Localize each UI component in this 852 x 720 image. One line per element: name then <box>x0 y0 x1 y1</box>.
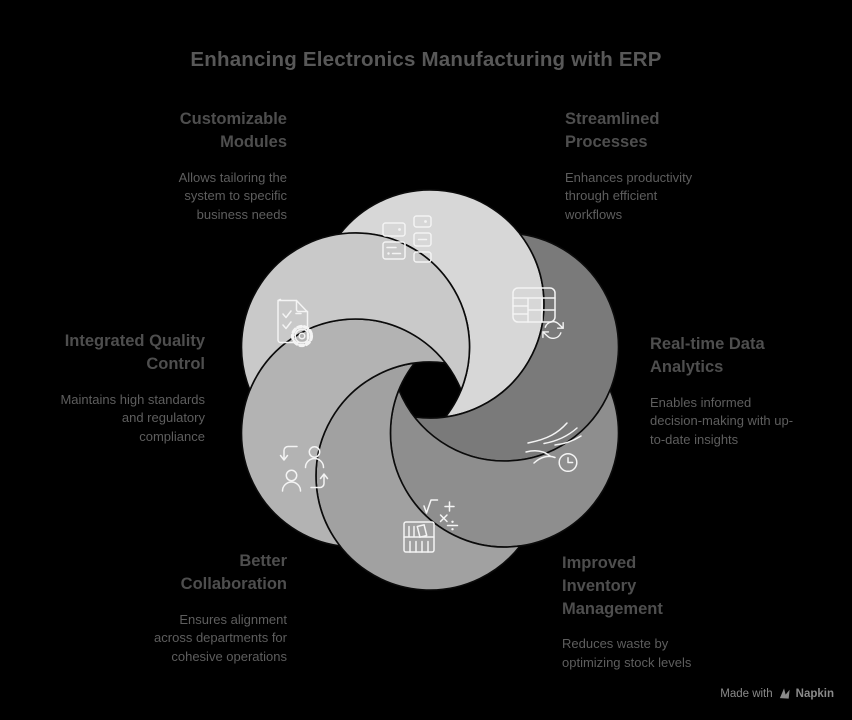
section-description: Allows tailoring the system to specific … <box>178 169 287 223</box>
made-with-label: Made with <box>720 687 773 700</box>
section-description: Enables informed decision-making with up… <box>650 394 794 448</box>
table-sync-icon <box>512 287 564 339</box>
section-description: Maintains high standards and regulatory … <box>60 391 205 445</box>
section-integrated-quality-control: Integrated Quality Control Maintains hig… <box>25 330 205 447</box>
napkin-logo-icon <box>779 688 790 699</box>
document-gear-icon <box>277 298 314 348</box>
wind-clock-icon <box>525 422 582 473</box>
petal-integrated-quality-control <box>240 232 471 391</box>
page-title: Enhancing Electronics Manufacturing with… <box>190 48 662 71</box>
modules-icon <box>382 215 432 263</box>
section-improved-inventory-management: Improved Inventory Management Reduces wa… <box>562 552 737 673</box>
napkin-badge[interactable]: Made with Napkin <box>720 687 834 700</box>
section-real-time-data-analytics: Real-time Data Analytics Enables informe… <box>650 333 835 450</box>
section-description: Reduces waste by optimizing stock levels <box>562 636 692 671</box>
brand-label: Napkin <box>795 687 834 700</box>
section-heading: Improved Inventory Management <box>562 554 663 618</box>
section-customizable-modules: Customizable Modules Allows tailoring th… <box>107 108 287 225</box>
section-heading: Better Collaboration <box>180 552 287 593</box>
section-heading: Streamlined Processes <box>565 110 660 151</box>
people-exchange-icon <box>279 445 329 492</box>
petal-shapes <box>240 189 620 591</box>
section-heading: Real-time Data Analytics <box>650 335 765 376</box>
section-description: Ensures alignment across departments for… <box>154 611 287 665</box>
section-streamlined-processes: Streamlined Processes Enhances productiv… <box>565 108 735 225</box>
section-heading: Customizable Modules <box>179 110 287 151</box>
section-better-collaboration: Better Collaboration Ensures alignment a… <box>107 550 287 667</box>
pinwheel-diagram <box>240 189 620 591</box>
section-description: Enhances productivity through efficient … <box>565 169 693 223</box>
section-heading: Integrated Quality Control <box>64 332 205 373</box>
inventory-math-icon <box>403 499 459 553</box>
